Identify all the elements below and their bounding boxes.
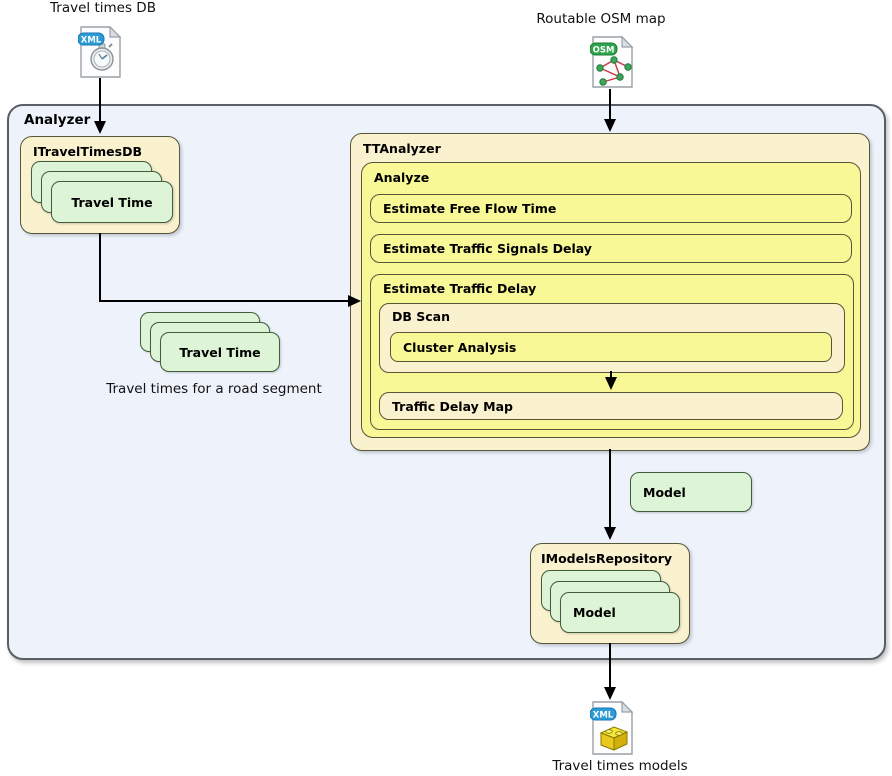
xml-badge: XML: [590, 707, 617, 721]
graph-glyph: [596, 56, 632, 86]
model-box: Model: [630, 472, 752, 512]
activity-estimate-free-flow-time: Estimate Free Flow Time: [370, 194, 852, 223]
travel-times-road-segment-caption: Travel times for a road segment: [106, 381, 322, 397]
svg-text:OSM: OSM: [593, 46, 615, 56]
svg-text:XML: XML: [81, 36, 102, 46]
stopwatch-glyph: [90, 43, 114, 71]
travel-time-card-front: Travel Time: [51, 181, 173, 223]
itraveltimesdb-title: ITravelTimesDB: [33, 144, 142, 159]
analyze-title: Analyze: [374, 170, 430, 185]
travel-times-db-label: Travel times DB: [50, 0, 156, 16]
lego-brick-glyph: [599, 726, 629, 751]
xml-stopwatch-file-icon: XML: [78, 26, 122, 78]
estimate-traffic-delay-title: Estimate Traffic Delay: [383, 281, 537, 296]
mid-travel-time-card-front: Travel Time: [160, 332, 280, 372]
traffic-delay-map-box: Traffic Delay Map: [379, 392, 843, 420]
cluster-analysis-box: Cluster Analysis: [390, 332, 832, 362]
xml-badge: XML: [78, 32, 105, 46]
analyzer-title: Analyzer: [24, 112, 91, 128]
routable-osm-map-label: Routable OSM map: [536, 11, 666, 27]
xml-lego-file-icon: XML: [590, 700, 634, 755]
svg-text:XML: XML: [593, 711, 614, 721]
activity-estimate-traffic-signals-delay: Estimate Traffic Signals Delay: [370, 234, 852, 263]
imodelsrepository-title: IModelsRepository: [541, 551, 673, 566]
osm-badge: OSM: [590, 42, 618, 56]
model-card-front: Model: [560, 592, 680, 633]
travel-times-models-label: Travel times models: [552, 758, 688, 774]
osm-map-file-icon: OSM: [590, 35, 634, 88]
db-scan-title: DB Scan: [392, 309, 451, 324]
ttanalyzer-title: TTAnalyzer: [363, 141, 441, 156]
